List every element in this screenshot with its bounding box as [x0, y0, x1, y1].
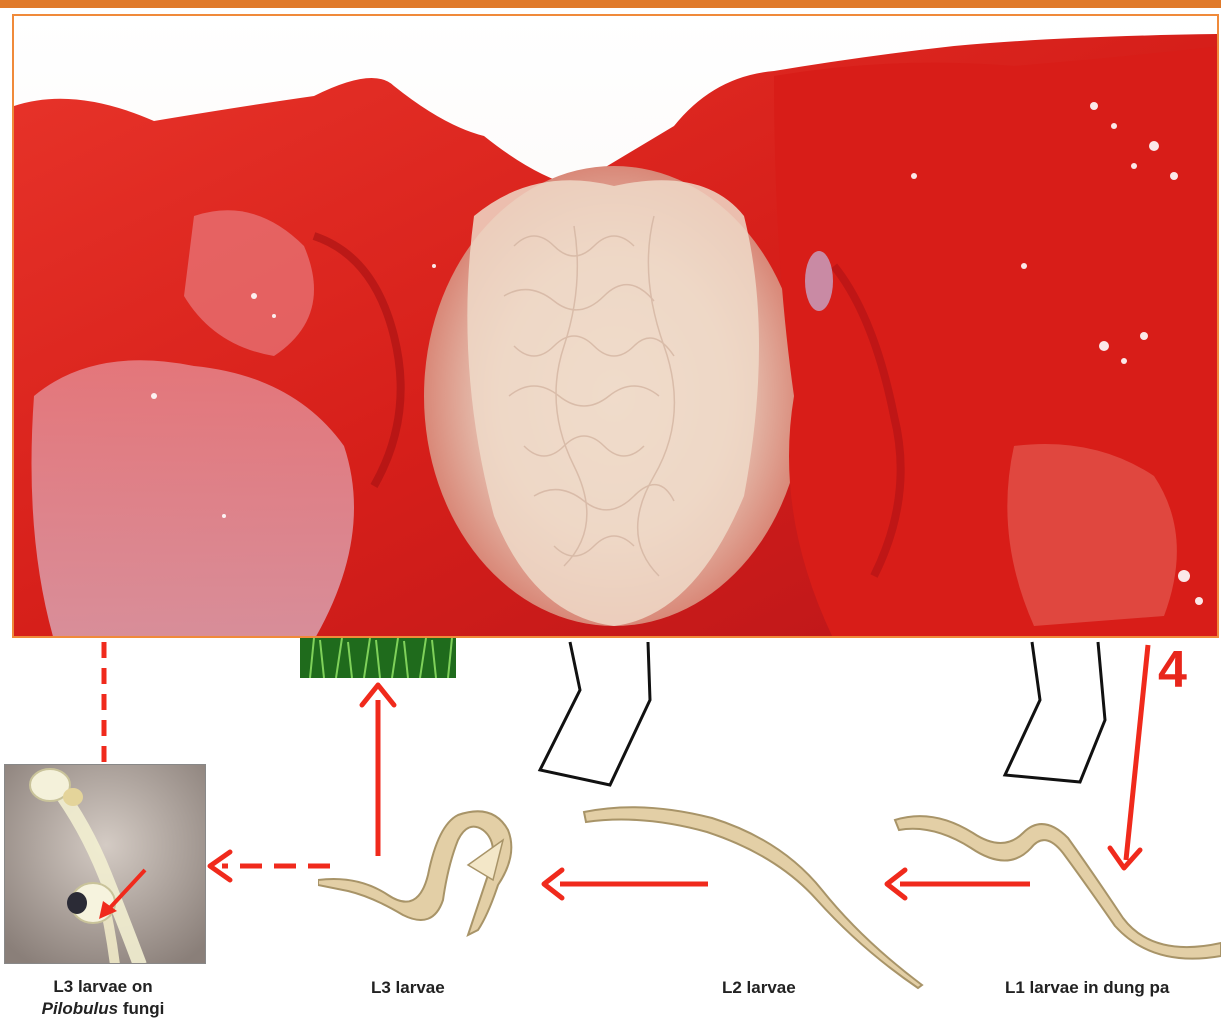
label-l3-on-fungi: L3 larvae on Pilobulus fungi — [8, 976, 198, 1020]
label-l3-on-fungi-line1: L3 larvae on — [53, 977, 152, 996]
label-fungi-genus: Pilobulus — [42, 999, 119, 1018]
label-fungi-suffix: fungi — [118, 999, 164, 1018]
label-l2: L2 larvae — [722, 978, 796, 998]
label-l1: L1 larvae in dung pa — [1005, 978, 1169, 998]
step-number-4: 4 — [1158, 640, 1187, 700]
label-l3: L3 larvae — [371, 978, 445, 998]
